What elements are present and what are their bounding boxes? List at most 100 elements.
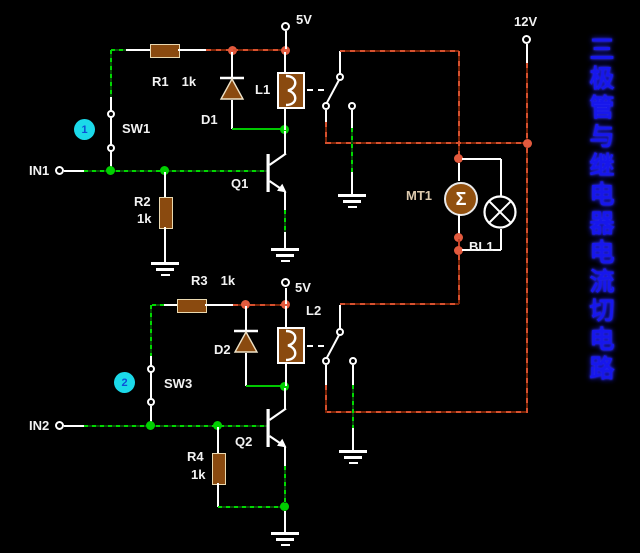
diode-d2[interactable] — [233, 329, 259, 355]
switch-sw3-contact[interactable] — [147, 398, 155, 406]
wire-segment — [462, 249, 501, 251]
title-char: 电 — [589, 239, 615, 267]
wire-segment — [217, 483, 219, 507]
terminal-5v-top[interactable] — [281, 22, 290, 31]
wire-segment — [218, 506, 285, 508]
label-d2: D2 — [214, 342, 231, 357]
relay2-common-contact[interactable] — [336, 328, 344, 336]
wire-segment — [126, 49, 150, 51]
title-char: 极 — [589, 65, 615, 93]
wire-segment — [351, 128, 353, 172]
label-mt1: MT1 — [406, 188, 432, 203]
wire-segment — [284, 388, 286, 409]
wire-segment — [164, 304, 177, 306]
lamp-bl1[interactable] — [482, 194, 518, 230]
wire-segment — [233, 304, 246, 306]
motor-mt1[interactable]: Σ — [444, 182, 478, 216]
title-char: 路 — [589, 355, 615, 383]
relay2-no-contact[interactable] — [322, 357, 330, 365]
wire-segment — [352, 385, 354, 428]
title-char: 电 — [589, 181, 615, 209]
wire-segment — [250, 304, 286, 306]
label-r4-value: 1k — [191, 467, 206, 482]
wire-segment — [164, 172, 166, 197]
terminal-12v[interactable] — [522, 35, 531, 44]
label-bl1: BL1 — [469, 239, 494, 254]
relay-coil-l2[interactable] — [277, 327, 305, 364]
wire-segment — [526, 44, 528, 63]
transistor-q1[interactable] — [262, 150, 292, 196]
label-sw3: SW3 — [164, 376, 193, 391]
wire-segment — [110, 97, 112, 114]
r1-value: 1k — [181, 74, 197, 89]
r3-value: 1k — [220, 273, 236, 288]
label-d1: D1 — [201, 112, 218, 127]
terminal-5v-bottom[interactable] — [281, 278, 290, 287]
junction-dot — [280, 502, 289, 511]
wire-segment — [233, 49, 286, 51]
terminal-in2[interactable] — [55, 421, 64, 430]
wire-segment — [351, 172, 353, 194]
junction-dot — [160, 166, 169, 175]
wire-segment — [284, 109, 286, 130]
wire-segment — [326, 142, 528, 144]
wire-segment — [150, 305, 152, 356]
label-sw1: SW1 — [122, 121, 151, 136]
label-q1: Q1 — [231, 176, 249, 191]
ground-symbol — [151, 262, 179, 279]
junction-dot — [213, 421, 222, 430]
transistor-q2[interactable] — [262, 405, 292, 451]
relay1-nc-contact[interactable] — [348, 102, 356, 110]
ground-symbol — [271, 532, 299, 549]
wire-segment — [110, 50, 112, 97]
wire-segment — [526, 63, 528, 139]
wire-segment — [458, 255, 460, 304]
switch-sw3-arm[interactable] — [150, 372, 152, 400]
motor-symbol: Σ — [455, 189, 467, 209]
label-r1: R1 1k — [152, 74, 196, 89]
relay-coil-l1[interactable] — [277, 72, 305, 109]
junction-dot — [523, 139, 532, 148]
wire-segment — [325, 122, 327, 144]
wire-segment — [340, 50, 459, 52]
wire-segment — [458, 163, 460, 181]
title-char: 管 — [589, 94, 615, 122]
wire-segment — [458, 51, 460, 159]
junction-dot — [454, 233, 463, 242]
relay1-no-contact[interactable] — [322, 102, 330, 110]
diode-d1[interactable] — [219, 76, 245, 102]
relay2-contact-arm[interactable] — [325, 334, 340, 360]
label-5v-bottom: 5V — [295, 280, 311, 295]
label-l1: L1 — [255, 82, 271, 97]
annotation-badge-2: 2 — [114, 372, 135, 393]
wire-segment — [352, 428, 354, 451]
relay1-common-contact[interactable] — [336, 73, 344, 81]
wire-segment — [205, 304, 233, 306]
title-char: 继 — [589, 152, 615, 180]
relay2-nc-contact[interactable] — [349, 357, 357, 365]
relay1-contact-arm[interactable] — [325, 79, 340, 105]
resistor-r1[interactable] — [150, 44, 180, 58]
wire-segment — [284, 447, 286, 466]
switch-sw1-arm[interactable] — [110, 117, 112, 145]
junction-dot — [146, 421, 155, 430]
wire-segment — [284, 232, 286, 249]
junction-dot — [281, 300, 290, 309]
junction-dot — [454, 154, 463, 163]
wire-segment — [526, 148, 528, 412]
wire-segment — [284, 466, 286, 503]
terminal-in1[interactable] — [55, 166, 64, 175]
resistor-r3[interactable] — [177, 299, 207, 313]
wire-segment — [284, 52, 286, 72]
wire-segment — [284, 210, 286, 232]
resistor-r2[interactable] — [159, 197, 173, 229]
title-char: 三 — [589, 36, 615, 64]
title-char: 电 — [589, 326, 615, 354]
label-in1: IN1 — [29, 163, 50, 178]
wire-segment — [500, 159, 502, 196]
junction-dot — [106, 166, 115, 175]
wire-segment — [458, 214, 460, 235]
ground-symbol — [271, 248, 299, 265]
resistor-r4[interactable] — [212, 453, 226, 485]
label-r4-ref: R4 — [187, 449, 204, 464]
